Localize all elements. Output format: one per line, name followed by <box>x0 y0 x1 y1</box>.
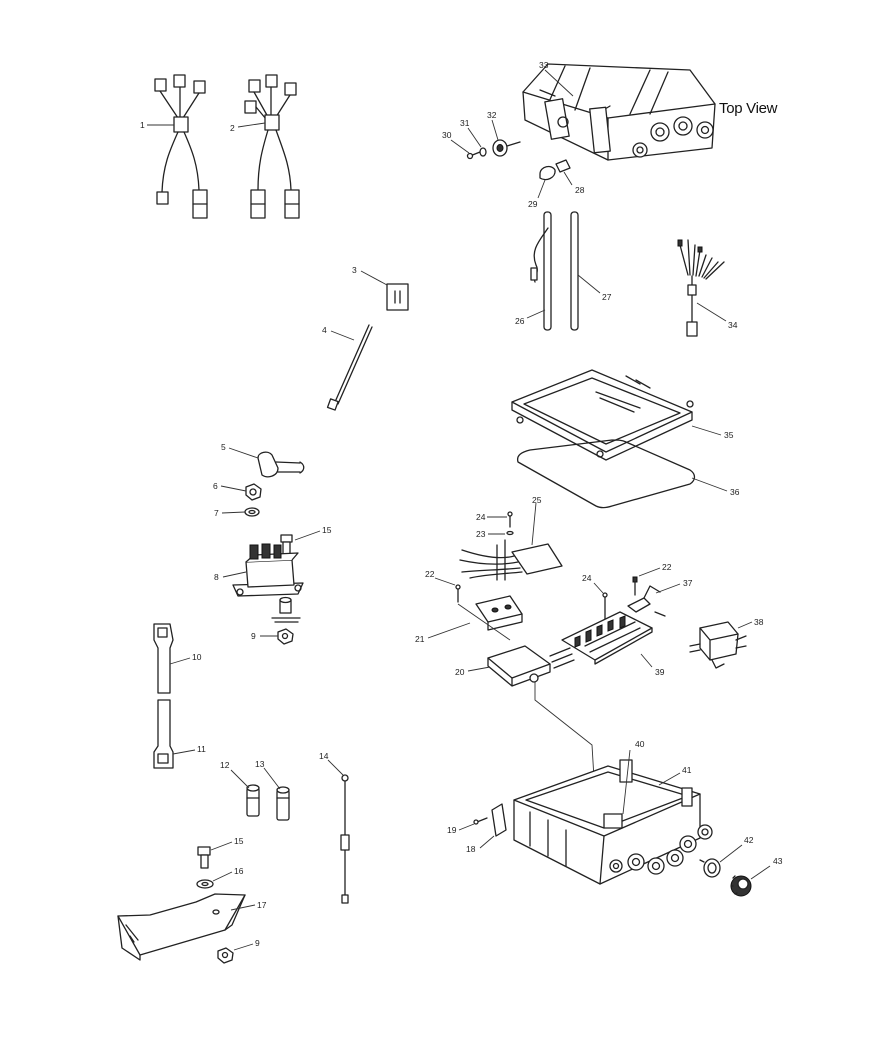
callout-33: 33 <box>539 60 549 70</box>
plug-29[interactable] <box>539 165 556 181</box>
callout-32: 32 <box>487 110 497 120</box>
callout-2: 2 <box>230 123 235 133</box>
lower-box-41[interactable] <box>513 759 713 885</box>
callout-41: 41 <box>682 765 692 775</box>
cap-43[interactable] <box>730 875 752 897</box>
nut-6[interactable] <box>245 483 262 501</box>
callout-7: 7 <box>214 508 219 518</box>
callout-4: 4 <box>322 325 327 335</box>
callout-17: 17 <box>257 900 267 910</box>
callout-9-mid: 9 <box>251 631 256 641</box>
callout-35: 35 <box>724 430 734 440</box>
callout-36: 36 <box>730 487 740 497</box>
callout-23: 23 <box>476 529 486 539</box>
callout-29: 29 <box>528 199 538 209</box>
callout-31: 31 <box>460 118 470 128</box>
cable-tie-4[interactable] <box>326 324 373 411</box>
callout-18: 18 <box>466 844 476 854</box>
callout-11: 11 <box>197 744 206 754</box>
box-cover-33[interactable] <box>522 63 716 161</box>
strap-10[interactable] <box>153 623 174 694</box>
bolt-15-upper[interactable] <box>280 534 293 556</box>
callout-40: 40 <box>635 739 645 749</box>
callout-27: 27 <box>602 292 612 302</box>
callout-14: 14 <box>319 751 329 761</box>
relay-38[interactable] <box>689 621 747 669</box>
cap-28[interactable] <box>555 159 571 173</box>
callout-15-lower: 15 <box>234 836 244 846</box>
callout-15-upper: 15 <box>322 525 332 535</box>
washer-16[interactable] <box>196 879 214 889</box>
seal-36[interactable] <box>516 439 696 509</box>
plug-42[interactable] <box>699 858 721 878</box>
solenoid-8[interactable] <box>232 543 304 597</box>
callout-21: 21 <box>415 634 425 644</box>
spacer-8a[interactable] <box>271 596 301 623</box>
module-25[interactable] <box>459 539 563 581</box>
callout-19: 19 <box>447 825 457 835</box>
callout-42: 42 <box>744 835 754 845</box>
nut-9-mid[interactable] <box>277 628 294 645</box>
grommet-32[interactable] <box>492 139 521 157</box>
rod-27[interactable] <box>570 211 579 331</box>
decal-3[interactable] <box>386 283 409 311</box>
callout-43: 43 <box>773 856 783 866</box>
callout-9-lower: 9 <box>255 938 260 948</box>
callout-28: 28 <box>575 185 585 195</box>
callout-24-mid: 24 <box>582 573 592 583</box>
screw-30[interactable] <box>466 151 481 160</box>
circuit-board-39[interactable] <box>561 611 653 665</box>
callout-38: 38 <box>754 617 764 627</box>
screw-22-left[interactable] <box>455 584 461 603</box>
bolt-15-lower[interactable] <box>197 846 211 869</box>
callout-8: 8 <box>214 572 219 582</box>
nut-9-lower[interactable] <box>217 947 234 964</box>
ground-cable-14[interactable] <box>340 774 350 904</box>
fuse-12[interactable] <box>246 784 260 817</box>
screw-24-upper[interactable] <box>507 511 513 528</box>
callout-30: 30 <box>442 130 452 140</box>
fuse-13[interactable] <box>276 786 290 821</box>
callout-37: 37 <box>683 578 693 588</box>
top-view-caption: Top View <box>719 100 778 117</box>
strap-11[interactable] <box>153 699 174 769</box>
latch-18[interactable] <box>491 803 507 837</box>
callout-3: 3 <box>352 265 357 275</box>
rod-26[interactable] <box>530 211 552 331</box>
module-20[interactable] <box>487 645 575 687</box>
callout-12: 12 <box>220 760 230 770</box>
bracket-17[interactable] <box>117 893 246 961</box>
screw-22-right[interactable] <box>632 576 638 596</box>
callout-22-right: 22 <box>662 562 672 572</box>
callout-34: 34 <box>728 320 738 330</box>
washer-31[interactable] <box>479 147 487 157</box>
gasket-frame-35[interactable] <box>511 369 694 461</box>
callout-22-left: 22 <box>425 569 435 579</box>
callout-6: 6 <box>213 481 218 491</box>
wire-harness-1[interactable] <box>154 74 208 219</box>
callout-16: 16 <box>234 866 244 876</box>
clip-37[interactable] <box>627 585 666 617</box>
callout-10: 10 <box>192 652 202 662</box>
wire-harness-2[interactable] <box>244 74 300 219</box>
callout-39: 39 <box>655 667 665 677</box>
callout-1: 1 <box>140 120 145 130</box>
washer-23[interactable] <box>506 530 514 536</box>
callout-24-upper: 24 <box>476 512 486 522</box>
callout-25: 25 <box>532 495 542 505</box>
callout-26: 26 <box>515 316 525 326</box>
harness-34[interactable] <box>677 239 725 337</box>
callout-13: 13 <box>255 759 265 769</box>
callout-20: 20 <box>455 667 465 677</box>
terminal-boot-5[interactable] <box>257 451 305 478</box>
washer-7[interactable] <box>244 507 260 517</box>
callout-5: 5 <box>221 442 226 452</box>
bracket-21[interactable] <box>475 595 523 631</box>
pin-19[interactable] <box>473 817 488 825</box>
